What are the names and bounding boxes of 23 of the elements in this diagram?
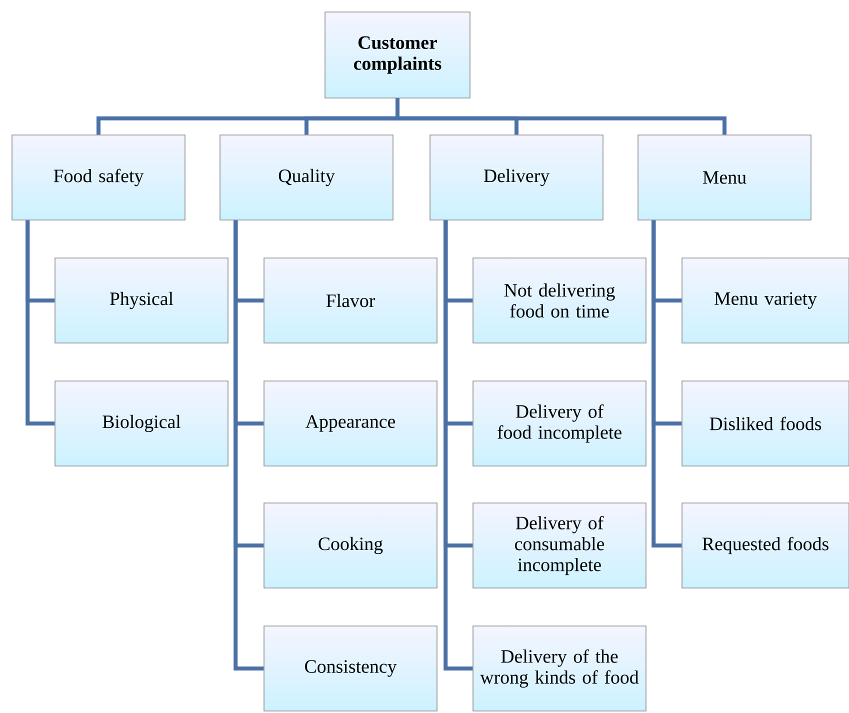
connector-line — [652, 220, 682, 548]
connector-line — [444, 220, 473, 670]
box: Customer complaints — [324, 12, 470, 98]
box: Not delivering food on time — [472, 258, 646, 344]
box: Delivery — [430, 134, 604, 220]
box: Menu — [638, 134, 812, 220]
box: Flavor — [264, 258, 438, 344]
box: Food safety — [12, 134, 186, 220]
box: Quality — [220, 134, 394, 220]
box: Biological — [54, 380, 228, 466]
box: Menu variety — [682, 258, 849, 344]
box: Disliked foods — [682, 380, 849, 466]
box: Cooking — [264, 502, 438, 588]
box: Consistency — [264, 626, 438, 712]
box: Requested foods — [682, 502, 849, 588]
box: Delivery of consumable incomplete — [472, 502, 646, 588]
connector-line — [26, 220, 55, 426]
box: Delivery of food incomplete — [472, 380, 646, 466]
box: Physical — [54, 258, 228, 344]
box: Appearance — [264, 380, 438, 466]
connector-line — [234, 220, 264, 670]
connector-line — [396, 98, 726, 135]
box: Delivery of the wrong kinds of food — [472, 626, 646, 712]
